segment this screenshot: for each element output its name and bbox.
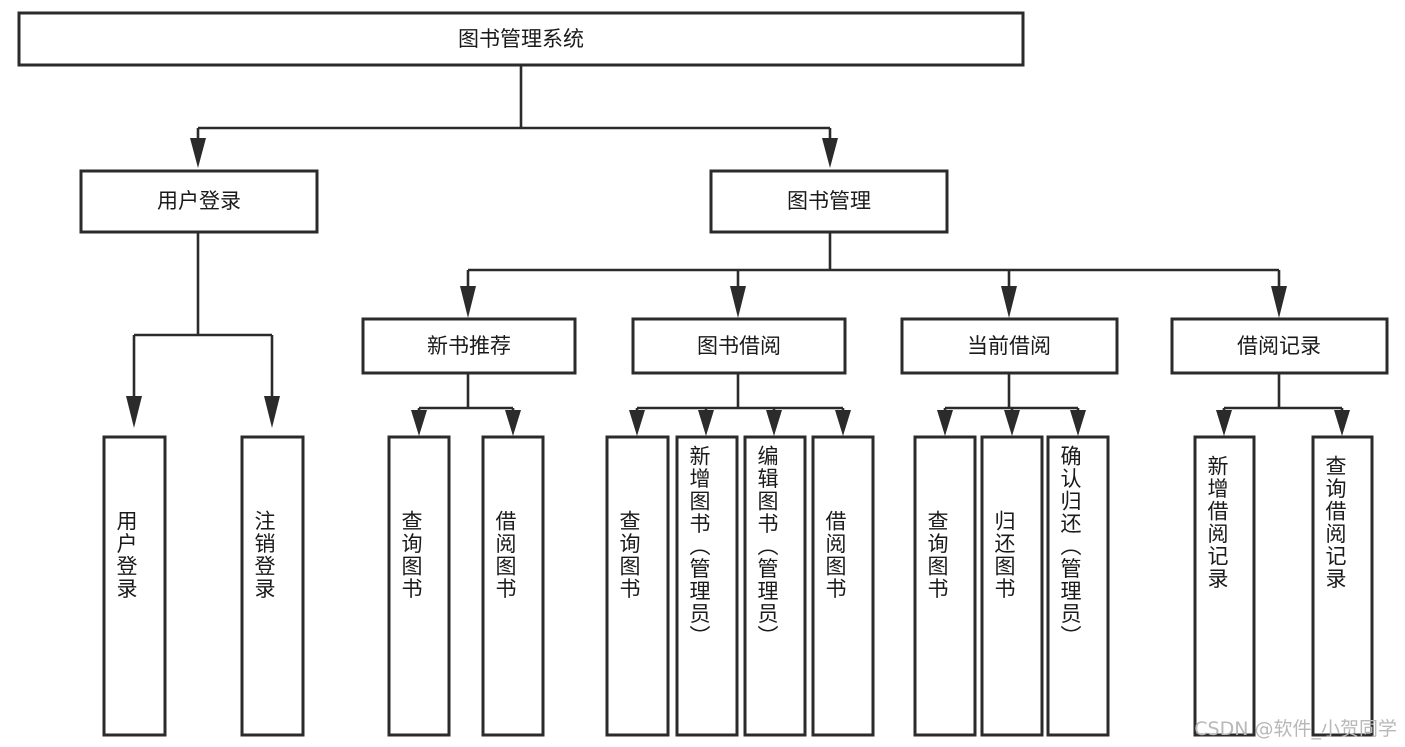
arrow-book-mgmt-child-1 <box>460 286 476 318</box>
watermark-label: CSDN @软件_小贺同学 <box>1194 718 1397 740</box>
leaf-user-login-1-box[interactable] <box>102 435 167 737</box>
leaf-borrow-1-box[interactable] <box>605 435 670 737</box>
node-book-mgmt-label: 图书管理 <box>787 189 871 213</box>
arrow-record-leaf-2 <box>1334 410 1350 436</box>
leaf-borrow-4-box[interactable] <box>811 435 875 737</box>
arrow-current-leaf-2 <box>1004 410 1020 436</box>
arrow-borrow-leaf-1 <box>629 410 645 436</box>
connector-group-record <box>1216 373 1350 436</box>
leaf-new-book-2-box[interactable] <box>481 435 545 737</box>
leaf-borrow-3-box[interactable] <box>743 435 807 737</box>
arrow-book-mgmt-child-2 <box>730 286 746 318</box>
node-record-label: 借阅记录 <box>1237 334 1321 358</box>
leaf-current-2-box[interactable] <box>980 435 1044 737</box>
arrow-book-mgmt-child-3 <box>1001 286 1017 318</box>
arrow-user-login-leaf-2 <box>264 396 280 428</box>
leaf-record-1-box[interactable] <box>1193 435 1256 737</box>
arrow-borrow-leaf-2 <box>698 410 714 436</box>
arrow-borrow-leaf-4 <box>835 410 851 436</box>
node-current-label: 当前借阅 <box>967 334 1051 358</box>
arrow-current-leaf-1 <box>937 410 953 436</box>
connector-group-current <box>937 373 1086 436</box>
arrow-record-leaf-1 <box>1216 410 1232 436</box>
node-root-label: 图书管理系统 <box>458 27 584 51</box>
node-borrow-box[interactable] <box>631 317 847 375</box>
node-user-login-label: 用户登录 <box>157 189 241 213</box>
node-new-book-label: 新书推荐 <box>427 334 511 358</box>
arrow-root-to-book-mgmt <box>822 138 838 168</box>
node-user-login-box[interactable] <box>79 169 319 234</box>
arrow-book-mgmt-child-4 <box>1271 286 1287 318</box>
leaf-current-3-box[interactable] <box>1046 435 1110 737</box>
arrow-borrow-leaf-3 <box>766 410 782 436</box>
arrow-root-to-user-login <box>190 138 206 168</box>
node-new-book-box[interactable] <box>361 317 577 375</box>
leaf-user-login-2-box[interactable] <box>240 435 305 737</box>
arrow-user-login-leaf-1 <box>126 396 142 428</box>
arrow-new-book-leaf-1 <box>411 410 427 436</box>
connector-group-new-book <box>411 373 521 436</box>
leaf-new-book-1-box[interactable] <box>387 435 451 737</box>
node-record-box[interactable] <box>1170 317 1389 375</box>
connector-group-book-mgmt <box>460 233 1287 318</box>
node-book-mgmt-box[interactable] <box>709 169 949 234</box>
connector-group-user-login <box>126 233 280 428</box>
leaf-borrow-2-box[interactable] <box>675 435 739 737</box>
arrow-current-leaf-3 <box>1070 410 1086 436</box>
connector-group-borrow <box>629 373 851 436</box>
connector-group-root <box>190 66 838 168</box>
node-root-box[interactable] <box>17 11 1025 67</box>
node-borrow-label: 图书借阅 <box>697 334 781 358</box>
leaf-record-2-box[interactable] <box>1311 435 1374 737</box>
node-current-box[interactable] <box>900 317 1119 375</box>
arrow-new-book-leaf-2 <box>505 410 521 436</box>
leaf-current-1-box[interactable] <box>913 435 977 737</box>
